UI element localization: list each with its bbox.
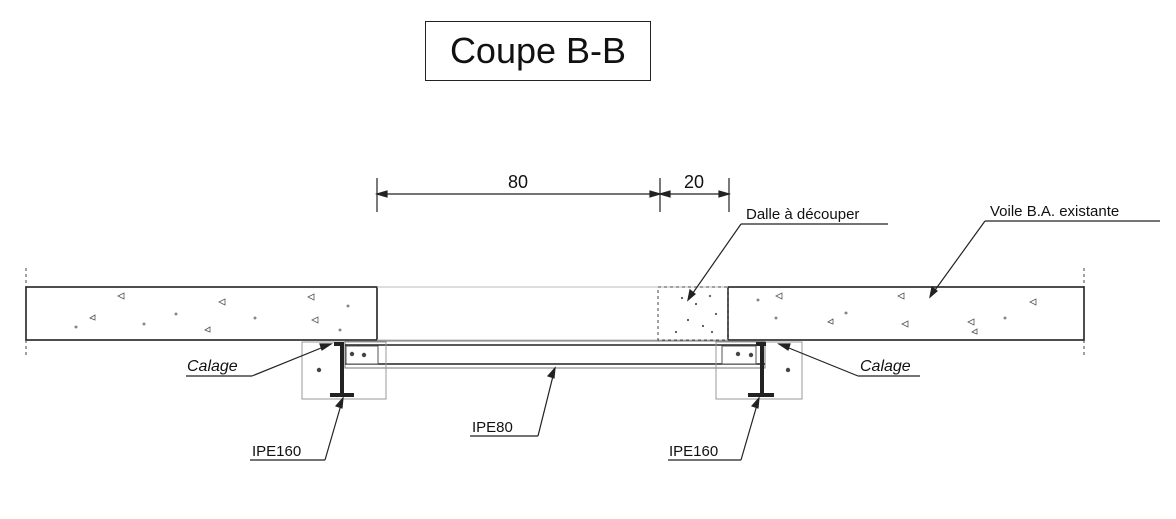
left-ipe160 bbox=[301, 341, 387, 400]
label-calage-left: Calage bbox=[187, 358, 238, 375]
dimension-80: 80 bbox=[508, 172, 528, 192]
label-ipe160-right: IPE160 bbox=[669, 443, 718, 460]
label-ipe80: IPE80 bbox=[472, 419, 513, 436]
slab-to-cut bbox=[657, 286, 729, 341]
label-ipe160-left: IPE160 bbox=[252, 443, 301, 460]
title-box: Coupe B-B bbox=[425, 21, 651, 81]
right-slab bbox=[727, 268, 1085, 358]
dimension-lines bbox=[374, 178, 732, 212]
label-calage-right: Calage bbox=[860, 358, 911, 375]
ipe80-beam bbox=[344, 340, 766, 369]
dimension-20: 20 bbox=[684, 172, 704, 192]
leader-lines bbox=[186, 220, 1160, 461]
label-voile-ba-existante: Voile B.A. existante bbox=[990, 203, 1119, 220]
title: Coupe B-B bbox=[449, 30, 627, 71]
right-ipe160 bbox=[715, 341, 803, 400]
label-dalle-a-decouper: Dalle à découper bbox=[746, 206, 859, 223]
left-slab bbox=[25, 268, 378, 358]
